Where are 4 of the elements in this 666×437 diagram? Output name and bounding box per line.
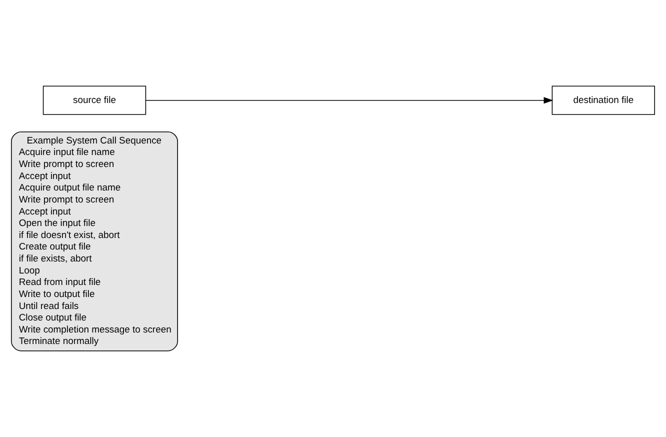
node-box: source file — [42, 86, 146, 115]
node-box: destination file — [552, 86, 655, 115]
node-box: Example System Call Sequence Acquire input file name Write prompt to screen Accept input Acquire output file name Write prompt to screen Accept input Open the input file if file doesn't exist, abort Create output file if file exists, abort Loop Read from input file Write to output file Until read fails Close output file Write completion message to screen Terminate normally — [11, 131, 178, 352]
arrow — [146, 97, 554, 104]
